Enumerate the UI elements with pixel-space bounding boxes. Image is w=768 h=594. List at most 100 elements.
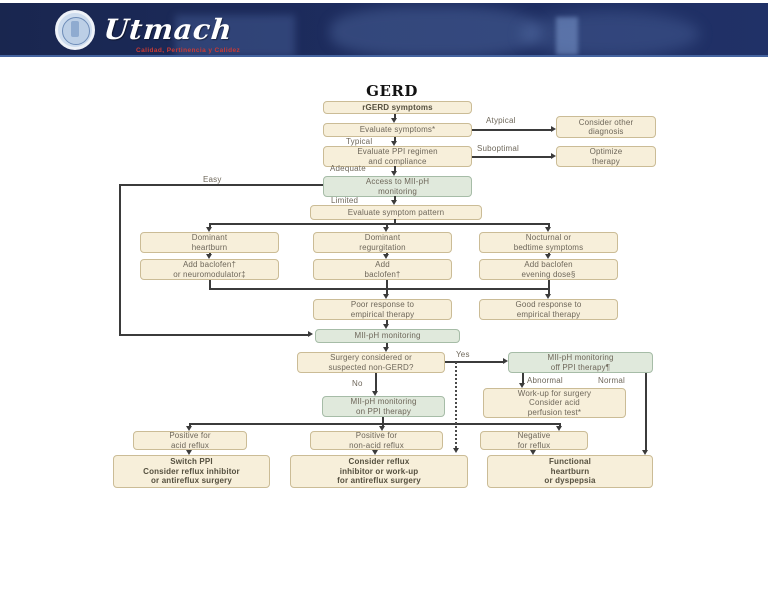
edge-label-typical: Typical <box>346 137 373 146</box>
connector <box>189 423 560 425</box>
arrowhead <box>391 171 397 176</box>
flow-box-add-baclofen-evening: Add baclofen evening dose§ <box>479 259 618 280</box>
arrowhead <box>379 426 385 431</box>
arrowhead <box>530 450 536 455</box>
connector <box>394 114 396 118</box>
flow-box-consider-other-diagnosis: Consider other diagnosis <box>556 116 656 138</box>
flow-box-mii-off-ppi: MII-pH monitoring off PPI therapy¶ <box>508 352 653 373</box>
flow-box-poor-response: Poor response to empirical therapy <box>313 299 452 320</box>
connector <box>472 129 552 131</box>
flow-box-dominant-heartburn: Dominant heartburn <box>140 232 279 253</box>
banner-statue-image <box>520 11 700 57</box>
arrowhead <box>453 448 459 453</box>
arrowhead <box>372 450 378 455</box>
arrowhead <box>383 324 389 329</box>
utmach-seal-logo <box>55 10 95 50</box>
arrowhead <box>545 227 551 232</box>
connector <box>548 223 550 227</box>
connector <box>386 223 388 227</box>
arrowhead <box>545 254 551 259</box>
arrowhead <box>383 254 389 259</box>
flow-box-switch-ppi: Switch PPI Consider reflux inhibitor or … <box>113 455 270 488</box>
edge-label-normal: Normal <box>598 376 625 385</box>
edge-label-suboptimal: Suboptimal <box>477 144 520 153</box>
flow-box-good-response: Good response to empirical therapy <box>479 299 618 320</box>
flow-box-positive-nonacid-reflux: Positive for non-acid reflux <box>310 431 443 450</box>
connector <box>382 423 384 426</box>
arrowhead <box>545 294 551 299</box>
edge-label-atypical: Atypical <box>486 116 516 125</box>
arrowhead <box>383 347 389 352</box>
connector <box>445 361 504 363</box>
flow-box-nocturnal-symptoms: Nocturnal or bedtime symptoms <box>479 232 618 253</box>
page-title: GERD <box>366 82 418 100</box>
flow-box-evaluate-symptom-pattern: Evaluate symptom pattern <box>310 205 482 220</box>
flow-box-dominant-regurgitation: Dominant regurgitation <box>313 232 452 253</box>
flow-box-rgerd-symptoms: rGERD symptoms <box>323 101 472 114</box>
connector <box>394 166 396 171</box>
connector <box>386 253 388 254</box>
arrowhead <box>556 426 562 431</box>
connector-easy-path <box>119 184 121 335</box>
connector <box>209 253 211 254</box>
connector-dotted <box>455 362 457 448</box>
connector <box>386 280 388 294</box>
edge-label-limited: Limited <box>331 196 359 205</box>
arrowhead <box>642 450 648 455</box>
flow-box-mii-on-ppi: MII-pH monitoring on PPI therapy <box>322 396 445 417</box>
flow-box-access-mii-ph-monitoring: Access to MII-pH monitoring <box>323 176 472 197</box>
flow-box-negative-for-reflux: Negative for reflux <box>480 431 588 450</box>
arrowhead <box>383 227 389 232</box>
connector <box>386 320 388 324</box>
flow-box-evaluate-ppi-regimen: Evaluate PPI regimen and compliance <box>323 146 472 167</box>
brand-wordmark: Utmach <box>102 13 235 46</box>
connector <box>209 223 211 227</box>
edge-label-yes: Yes <box>456 350 470 359</box>
connector <box>382 417 384 424</box>
flow-box-workup-surgery: Work-up for surgery Consider acid perfus… <box>483 388 626 418</box>
connector <box>209 280 211 289</box>
arrowhead <box>551 153 556 159</box>
flow-box-evaluate-symptoms: Evaluate symptoms* <box>323 123 472 137</box>
connector-normal-path <box>645 373 647 450</box>
flow-box-mii-ph-monitoring: MII-pH monitoring <box>315 329 460 343</box>
banner-building-image <box>175 15 295 57</box>
connector <box>472 156 552 158</box>
arrowhead <box>551 126 556 132</box>
arrowhead <box>391 141 397 146</box>
edge-label-easy: Easy <box>203 175 222 184</box>
utmach-banner: Utmach Calidad, Pertinencia y Calidez <box>0 3 768 57</box>
edge-label-abnormal: Abnormal <box>527 376 563 385</box>
connector <box>119 184 323 186</box>
banner-building-image <box>556 17 578 55</box>
flow-box-consider-reflux-inhibitor: Consider reflux inhibitor or work-up for… <box>290 455 468 488</box>
flow-box-positive-acid-reflux: Positive for acid reflux <box>133 431 247 450</box>
connector <box>394 137 396 141</box>
flow-box-add-baclofen-neuromodulator: Add baclofen† or neuromodulator‡ <box>140 259 279 280</box>
connector <box>559 423 561 426</box>
banner-accent-line <box>0 55 768 57</box>
flow-box-add-baclofen: Add baclofen† <box>313 259 452 280</box>
connector <box>189 423 191 426</box>
brand-tagline: Calidad, Pertinencia y Calidez <box>136 47 241 54</box>
arrowhead <box>186 450 192 455</box>
connector <box>394 196 396 200</box>
connector <box>548 253 550 254</box>
edge-label-no: No <box>352 379 363 388</box>
arrowhead <box>519 383 525 388</box>
arrowhead <box>372 391 378 396</box>
flow-box-functional-heartburn: Functional heartburn or dyspepsia <box>487 455 653 488</box>
connector <box>394 219 396 224</box>
arrowhead <box>391 118 397 123</box>
connector <box>375 373 377 391</box>
arrowhead <box>503 358 508 364</box>
connector <box>209 223 549 225</box>
connector <box>522 373 524 383</box>
arrowhead <box>383 294 389 299</box>
flow-box-surgery-question: Surgery considered or suspected non-GERD… <box>297 352 445 373</box>
arrowhead <box>186 426 192 431</box>
connector <box>386 343 388 347</box>
seal-emblem <box>71 21 79 37</box>
connector <box>119 334 309 336</box>
